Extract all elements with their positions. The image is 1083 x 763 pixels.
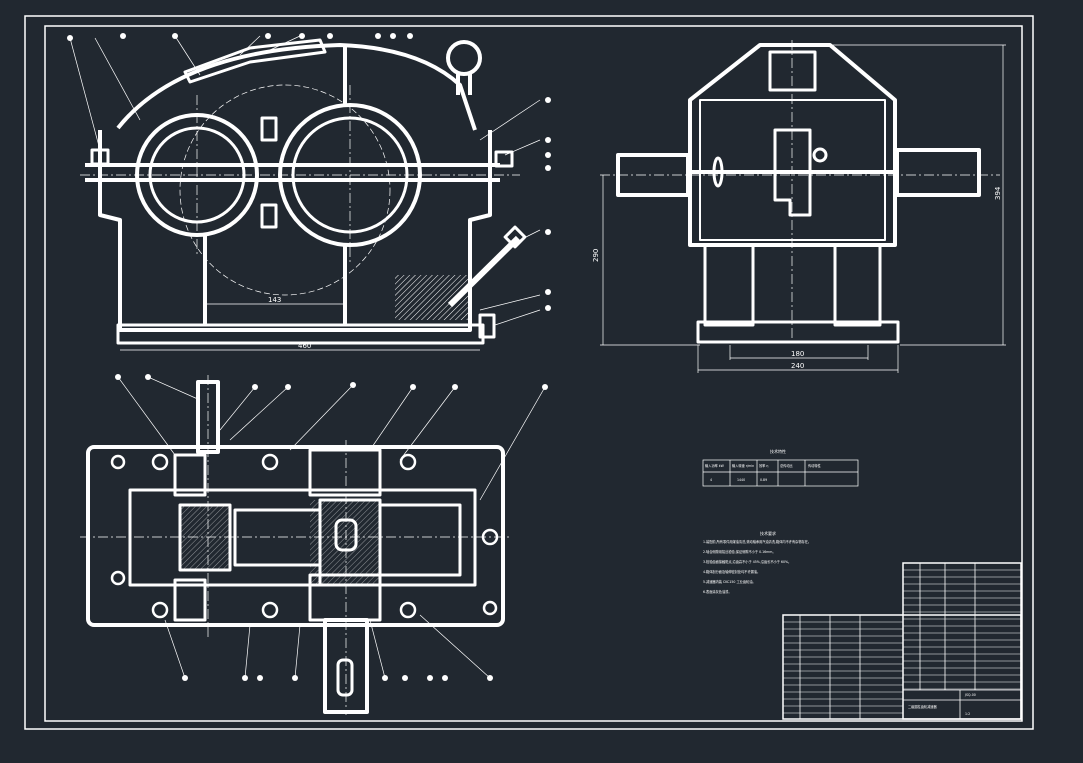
front-dim-overall: 460 (298, 342, 311, 350)
tech-req-line-3: 3.检验齿面接触斑点,沿齿高不小于 45%,沿齿长不小于 60%。 (703, 559, 791, 564)
front-view-thin-lines (69, 35, 541, 351)
side-dim-base-width: 240 (791, 362, 804, 370)
spec-header-1: 输入功率 kW (705, 463, 725, 468)
side-dim-base-inner: 180 (791, 350, 804, 358)
tech-req-line-6: 6.表面涂灰色油漆。 (703, 589, 732, 594)
tech-requirements: 技术要求 1.装配前,所有零件用煤油清洗,滚动轴承用汽油清洗,箱体内不许有杂物存… (703, 530, 811, 594)
side-dim-total-height: 394 (994, 186, 1002, 200)
spec-header-3: 效率 η (759, 463, 768, 468)
sheet-border (24, 15, 1034, 730)
output-shaft (895, 148, 981, 197)
spec-header-2: 输入转速 r/min (732, 463, 754, 468)
parts-list-rows (783, 569, 1021, 714)
tech-req-line-5: 5.减速器内装 CKC150 工业齿轮油。 (703, 579, 756, 584)
title-block-name: 二级圆柱齿轮减速器 (908, 704, 937, 709)
tech-req-line-4: 4.箱体剖分面及轴伸密封处均不许漏油。 (703, 569, 760, 574)
side-dim-height: 290 (592, 249, 600, 262)
spec-header-4: 总传动比 (780, 463, 793, 468)
top-view (86, 380, 505, 714)
side-view (616, 43, 981, 344)
side-view-thin-lines (600, 40, 1006, 373)
title-block (782, 562, 1022, 720)
spec-table: 技术特性 输入功率 kW 输入转速 r/min 效率 η 总传动比 传动特性 4… (702, 448, 859, 487)
housing-plan-outline (86, 445, 505, 627)
tech-req-line-1: 1.装配前,所有零件用煤油清洗,滚动轴承用汽油清洗,箱体内不许有杂物存在。 (703, 539, 811, 544)
title-block-scale: 1:2 (965, 712, 970, 716)
top-view-balloons (115, 374, 548, 681)
title-block-number: JSQ-00 (964, 693, 976, 697)
spec-value-1: 4 (710, 478, 712, 482)
spec-value-2: 1440 (737, 478, 745, 482)
tech-requirements-title: 技术要求 (760, 530, 776, 536)
top-view-thin-lines (80, 375, 546, 715)
spec-header-5: 传动特性 (808, 463, 822, 468)
tech-req-line-2: 2.啮合侧隙用铅丝检验,保证侧隙不小于 0.16mm。 (703, 549, 776, 554)
front-dim-inner: 143 (268, 296, 281, 304)
spec-value-3: 0.89 (760, 478, 767, 482)
front-view-balloons (67, 33, 551, 311)
spec-table-title: 技术特性 (770, 448, 786, 454)
lifting-eye (446, 40, 482, 76)
